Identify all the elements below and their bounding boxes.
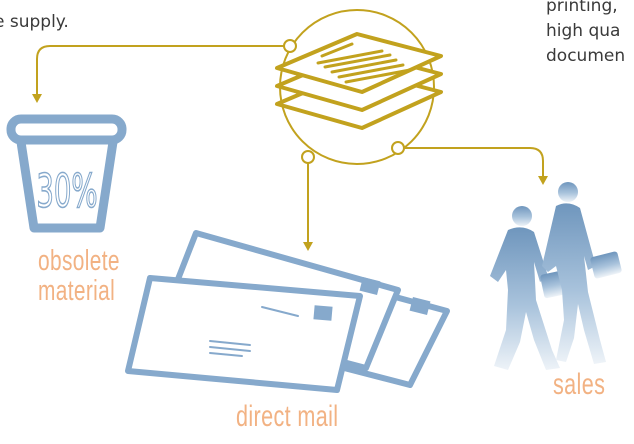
label-line: obsolete bbox=[38, 246, 110, 276]
label-direct-mail: direct mail bbox=[236, 400, 338, 434]
intro-text-line: documen bbox=[546, 44, 625, 69]
cup-value: 30% bbox=[36, 165, 97, 218]
label-line: material bbox=[38, 276, 110, 306]
label-obsolete-material: obsolete material bbox=[38, 246, 110, 306]
intro-text-line: high qua bbox=[546, 19, 625, 44]
intro-text-right: printing, high qua documen bbox=[546, 0, 625, 69]
connector-node-left bbox=[284, 40, 296, 52]
arrow-right-icon bbox=[538, 176, 548, 185]
arrow-down-icon bbox=[303, 242, 313, 251]
connector-right bbox=[401, 148, 543, 176]
envelopes-icon bbox=[128, 233, 447, 390]
arrow-left-icon bbox=[32, 94, 42, 103]
connector-node-right bbox=[392, 142, 404, 154]
business-people-icon bbox=[490, 182, 622, 370]
intro-text-line: printing, bbox=[546, 0, 625, 19]
paper-stack-icon bbox=[277, 34, 441, 128]
connector-node-down bbox=[302, 151, 314, 163]
recycle-cup-icon: 30% bbox=[11, 119, 122, 228]
intro-text-left: e supply. bbox=[0, 12, 69, 32]
label-sales: sales bbox=[553, 368, 605, 402]
connector-left bbox=[37, 46, 290, 96]
